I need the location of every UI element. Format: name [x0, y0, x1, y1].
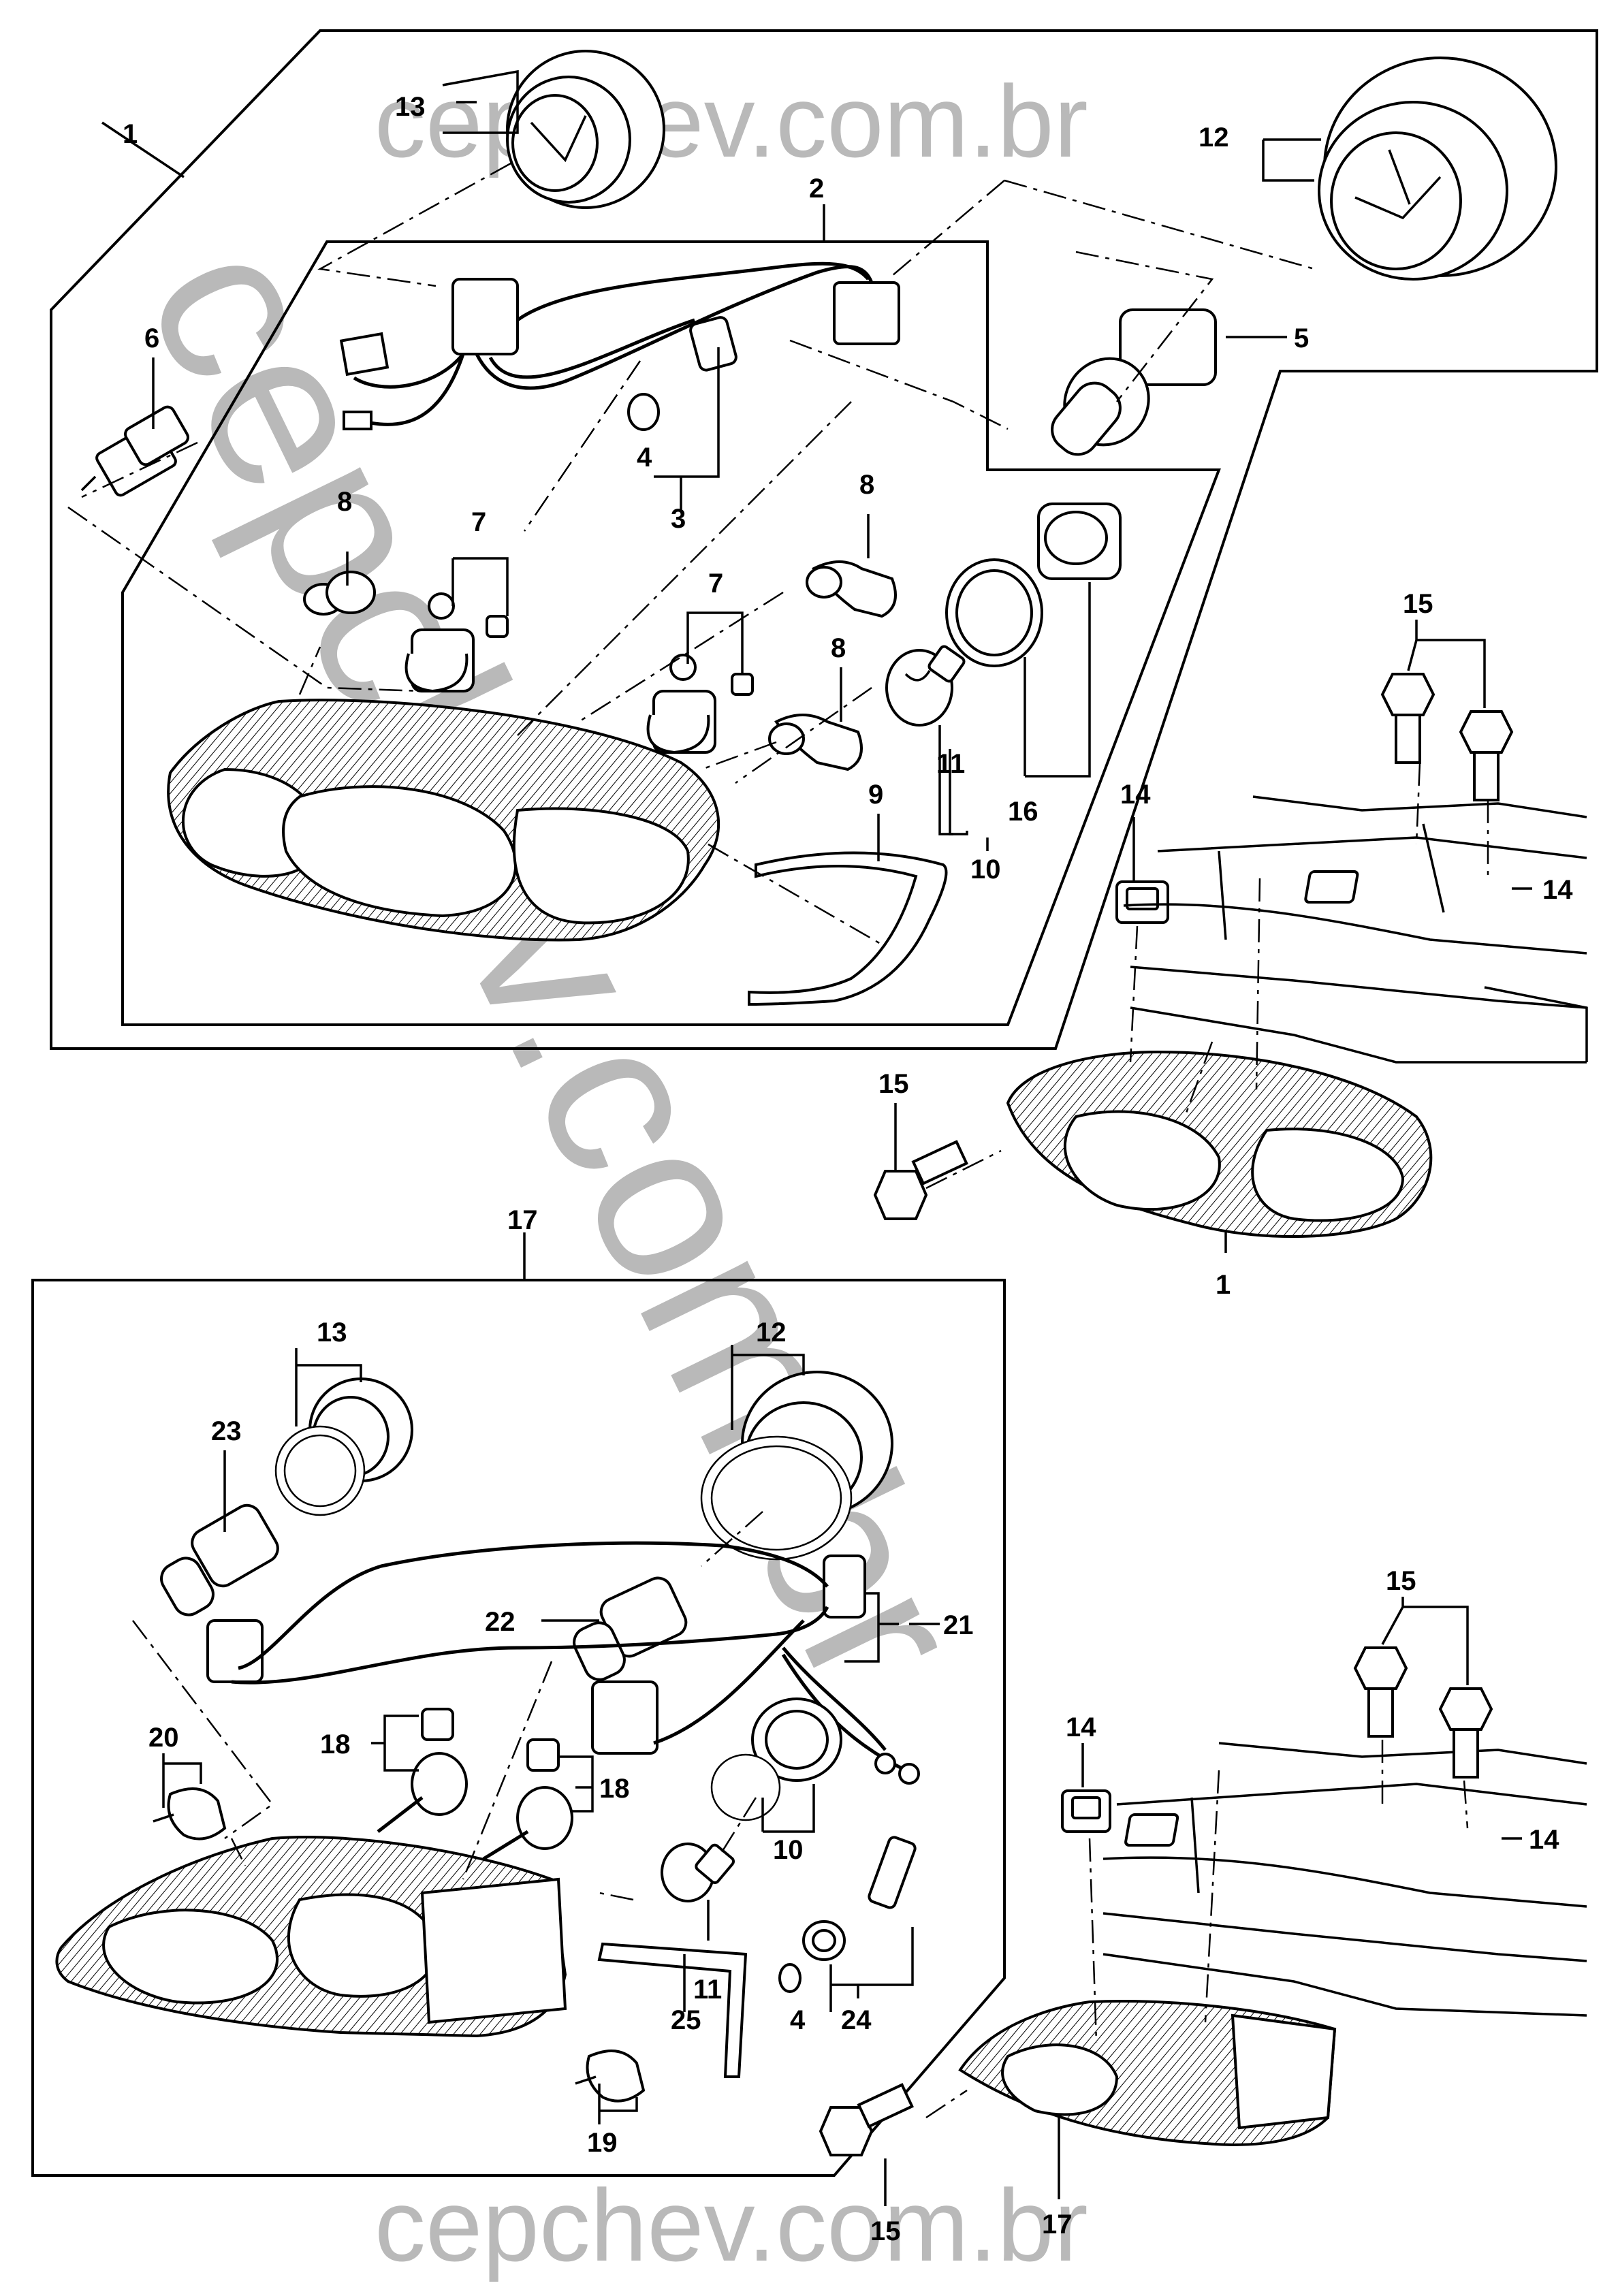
bolt-15-mid	[873, 1140, 968, 1220]
callout-15-bottom: 15	[870, 2216, 901, 2246]
callout-6: 6	[144, 323, 159, 353]
seal-ring-13-low	[274, 1377, 413, 1516]
clip-19	[575, 2050, 646, 2103]
bulb-6	[80, 405, 189, 497]
callout-10-top: 10	[970, 855, 1001, 884]
adjuster-18-a	[377, 1708, 468, 1833]
adjuster-18-b	[482, 1738, 573, 1861]
callout-14-bottom-left: 14	[1066, 1712, 1096, 1742]
callout-18-a: 18	[320, 1729, 351, 1759]
callout-12-top: 12	[1199, 123, 1229, 153]
callout-4-low: 4	[790, 2005, 806, 2035]
bulb-holder-24	[802, 1836, 917, 1961]
clip-14-top-left	[1115, 880, 1169, 924]
callout-8-mid: 8	[831, 633, 846, 663]
callout-1-top: 1	[123, 119, 138, 149]
callout-14-top-left: 14	[1120, 780, 1151, 810]
callout-8-top: 8	[859, 470, 874, 500]
seal-ring-13	[506, 50, 665, 209]
clip-14-top-right	[1304, 870, 1359, 904]
bulb-23	[160, 1503, 279, 1616]
top-assembly: 1 2 13 12 5 6 4 3 8 7 8 7 8 9 11 16 10 1…	[50, 29, 1598, 1300]
callout-12-low: 12	[756, 1318, 787, 1348]
clip-14-bottom-left	[1061, 1789, 1111, 1833]
callout-15-low-right: 15	[1386, 1566, 1416, 1596]
seal-strip-9	[748, 851, 948, 1006]
vehicle-body-bottom	[1103, 1742, 1587, 2017]
adjuster-7-left	[404, 592, 509, 693]
watermark-top: cepchev.com.br	[375, 64, 1088, 178]
watermark-bottom: cepchev.com.br	[375, 2168, 1088, 2282]
callout-18-b: 18	[599, 1774, 630, 1804]
bulb-22	[573, 1576, 688, 1681]
frame-harness-2	[121, 240, 1221, 1026]
clip-20	[153, 1787, 227, 1840]
adjuster-7-right	[646, 654, 754, 754]
headlamp-bottom-exploded	[55, 1836, 567, 2038]
seal-strip-25	[597, 1942, 748, 2078]
vehicle-body-top	[1123, 795, 1588, 1064]
callout-24: 24	[841, 2005, 872, 2035]
callout-9: 9	[868, 780, 883, 810]
bottom-assembly: 17 13 12 23 22 21 20 18 18 10 11 4 24 25…	[31, 1205, 1587, 2246]
callout-11-top: 11	[936, 749, 965, 779]
callout-1-low: 1	[1216, 1270, 1231, 1300]
grommet-8-top	[806, 560, 897, 618]
bulb-5	[1051, 308, 1217, 456]
callout-13-top: 13	[395, 92, 426, 122]
frame-assembly-1	[50, 29, 1598, 1050]
bulb-11-low	[661, 1843, 735, 1902]
callout-25: 25	[671, 2005, 701, 2035]
bolt-15-bottom	[819, 2083, 914, 2156]
frame-assembly-17	[31, 1279, 1006, 2177]
callout-7-left: 7	[471, 507, 486, 537]
callout-13-low: 13	[317, 1318, 347, 1348]
wiring-harness-2	[339, 261, 900, 431]
socket-10	[710, 1697, 842, 1821]
headlamp-bottom-installed	[958, 2000, 1337, 2147]
callout-11-low: 11	[693, 1975, 722, 2005]
callout-5: 5	[1294, 323, 1309, 353]
socket-16	[945, 503, 1122, 667]
headlamp-top-installed	[1006, 1050, 1433, 1238]
grommet-8-mid	[768, 714, 863, 771]
callout-17-bottom: 17	[1042, 2210, 1073, 2239]
cap-12-low	[700, 1371, 893, 1561]
callout-17-top: 17	[507, 1205, 538, 1235]
bulb-11	[885, 645, 966, 727]
callout-3: 3	[671, 504, 686, 534]
bolt-15-low-b	[1438, 1687, 1493, 1779]
callout-21: 21	[943, 1610, 974, 1640]
callout-19: 19	[587, 2128, 618, 2158]
callout-4-top: 4	[637, 443, 652, 473]
callout-8-left: 8	[337, 487, 352, 517]
callout-22: 22	[485, 1607, 515, 1637]
grommet-8-left	[303, 571, 376, 616]
callout-14-bottom-right: 14	[1529, 1825, 1559, 1855]
callout-16: 16	[1008, 797, 1038, 827]
clip-14-bottom-right	[1124, 1813, 1179, 1847]
callout-7-right: 7	[708, 569, 723, 599]
callout-2: 2	[809, 174, 824, 204]
wiring-harness-21	[206, 1541, 920, 1785]
callout-10-low: 10	[773, 1835, 804, 1865]
bolt-15-top-a	[1380, 673, 1435, 764]
callout-15-top: 15	[1403, 589, 1433, 619]
callout-20: 20	[148, 1723, 179, 1753]
bulb-4-low	[778, 1963, 802, 1993]
bolt-15-low-a	[1353, 1646, 1408, 1738]
callout-14-top-right: 14	[1542, 875, 1573, 905]
callout-15-mid: 15	[878, 1069, 909, 1099]
headlamp-top-exploded	[167, 699, 720, 942]
cap-12	[1318, 57, 1557, 281]
bolt-15-top-b	[1459, 710, 1514, 801]
callout-23: 23	[211, 1416, 242, 1446]
